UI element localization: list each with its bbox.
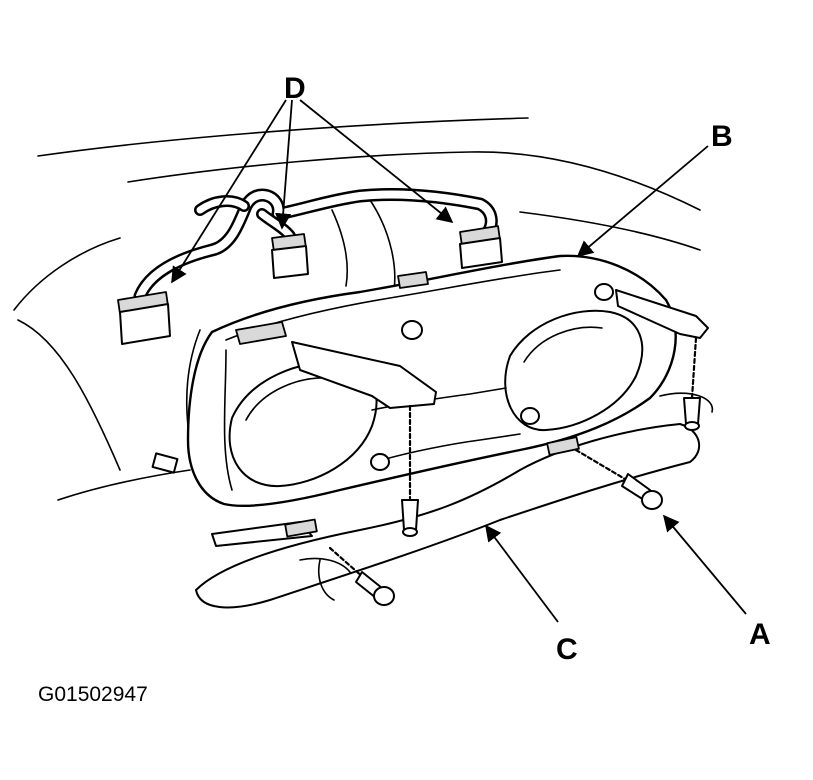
steering-column [195, 423, 701, 609]
clip-left [151, 452, 179, 474]
mounting-brackets [211, 289, 709, 547]
left-gauge-lens [228, 360, 378, 488]
right-gauge-lens [504, 309, 644, 432]
gauge-assembly-housing [186, 254, 677, 507]
connector-left [117, 291, 171, 345]
screws [151, 336, 701, 606]
connector-center [271, 233, 309, 279]
right-bracket [615, 289, 709, 339]
figure-id: G01502947 [38, 683, 148, 706]
callout-d: D [284, 72, 306, 105]
leader-lines [171, 99, 747, 623]
callout-b: B [711, 120, 733, 153]
center-bracket [291, 341, 437, 409]
screw-a [574, 448, 663, 510]
screw-lower-left [328, 546, 395, 606]
screw-right [683, 336, 701, 431]
dashboard-outline [13, 117, 714, 501]
connector-right [459, 225, 503, 269]
screw-center [401, 404, 419, 537]
callout-c: C [556, 633, 578, 666]
callout-a: A [749, 618, 771, 651]
connectors [117, 225, 503, 345]
